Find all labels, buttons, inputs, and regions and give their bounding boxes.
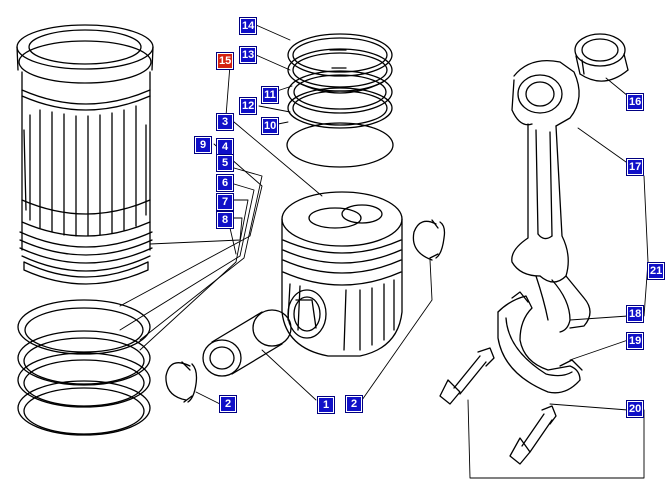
piston-pin bbox=[202, 309, 292, 377]
liner-seal-rings bbox=[17, 299, 151, 436]
callout-16[interactable]: 16 bbox=[625, 93, 645, 111]
callout-21[interactable]: 21 bbox=[646, 262, 666, 280]
callout-9[interactable]: 9 bbox=[194, 136, 212, 154]
callout-14[interactable]: 14 bbox=[238, 17, 258, 35]
callout-2-right[interactable]: 2 bbox=[345, 395, 363, 413]
callout-3[interactable]: 3 bbox=[216, 113, 234, 131]
piston-rings bbox=[286, 33, 394, 168]
callout-15[interactable]: 15 bbox=[215, 52, 235, 70]
callout-11[interactable]: 11 bbox=[261, 86, 279, 104]
leader-lines bbox=[119, 24, 649, 479]
callout-13[interactable]: 13 bbox=[238, 46, 258, 64]
callout-7[interactable]: 7 bbox=[216, 193, 234, 211]
callout-17[interactable]: 17 bbox=[625, 158, 645, 176]
rod-bolts bbox=[439, 347, 557, 465]
callout-18[interactable]: 18 bbox=[625, 305, 645, 323]
callout-10[interactable]: 10 bbox=[260, 117, 280, 135]
callout-2-left[interactable]: 2 bbox=[219, 395, 237, 413]
callout-1[interactable]: 1 bbox=[317, 396, 335, 414]
callout-19[interactable]: 19 bbox=[625, 332, 645, 350]
pin-bushing bbox=[574, 33, 629, 82]
piston bbox=[281, 191, 403, 357]
callout-12[interactable]: 12 bbox=[238, 97, 258, 115]
callout-4[interactable]: 4 bbox=[216, 138, 234, 156]
circlips bbox=[165, 219, 446, 403]
rod-cap bbox=[497, 291, 583, 394]
connecting-rod bbox=[511, 59, 591, 333]
callout-6[interactable]: 6 bbox=[216, 174, 234, 192]
callout-8[interactable]: 8 bbox=[216, 211, 234, 229]
cylinder-liner bbox=[16, 24, 154, 285]
callout-20[interactable]: 20 bbox=[625, 400, 645, 418]
callout-5[interactable]: 5 bbox=[216, 154, 234, 172]
